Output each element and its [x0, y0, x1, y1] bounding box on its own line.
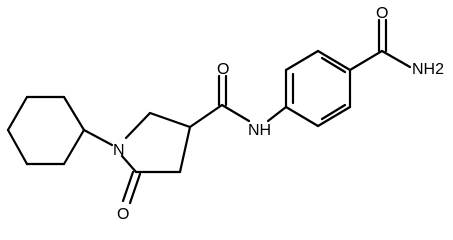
- amide-c-n-bond: [220, 103, 251, 123]
- atom-n-ring: N: [113, 142, 125, 159]
- benzene-bond: [284, 49, 320, 72]
- n-cyclohexyl-bond: [82, 128, 114, 147]
- cyclohexyl-bond: [62, 128, 86, 166]
- benzene-bond: [316, 105, 352, 128]
- atom-nh2-amide-right: NH2: [412, 61, 444, 78]
- pyrrolidinone-ring: [120, 111, 192, 174]
- ring-bond: [178, 125, 192, 174]
- amide-c-nh2-bond: [380, 49, 412, 69]
- structure-canvas: O NH2 O NH N O: [6, 5, 444, 223]
- ring-to-amide-bond: [188, 103, 224, 129]
- ring-bond: [120, 154, 138, 174]
- atom-o-amide-right: O: [376, 5, 388, 22]
- aromatic-inner-bond: [320, 56, 347, 74]
- cyclohexyl-bond: [6, 128, 29, 166]
- atom-nh-amide-mid: NH: [248, 122, 271, 139]
- atom-o-lactam: O: [117, 206, 129, 223]
- aromatic-inner-bond: [320, 103, 347, 121]
- cyclohexyl-bond: [62, 95, 86, 132]
- benzene-ring: [284, 49, 352, 128]
- ring-bond: [148, 111, 192, 129]
- benzene-bond: [284, 105, 320, 128]
- nh-aryl-bond: [266, 105, 288, 123]
- lactam-carbonyl: [121, 170, 142, 205]
- benzene-bond: [316, 49, 352, 72]
- double-bond-line: [121, 170, 135, 203]
- double-bond-line: [128, 172, 142, 205]
- aryl-amide-bond: [348, 49, 384, 72]
- cyclohexyl-ring: [6, 95, 86, 166]
- atom-o-amide-mid: O: [217, 61, 229, 78]
- cyclohexyl-bond: [6, 95, 29, 132]
- ring-bond: [124, 111, 152, 140]
- amide-carbonyl-mid: [217, 74, 228, 107]
- amide-carbonyl-right: [377, 18, 388, 53]
- chemical-structure: O NH2 O NH N O: [6, 5, 444, 223]
